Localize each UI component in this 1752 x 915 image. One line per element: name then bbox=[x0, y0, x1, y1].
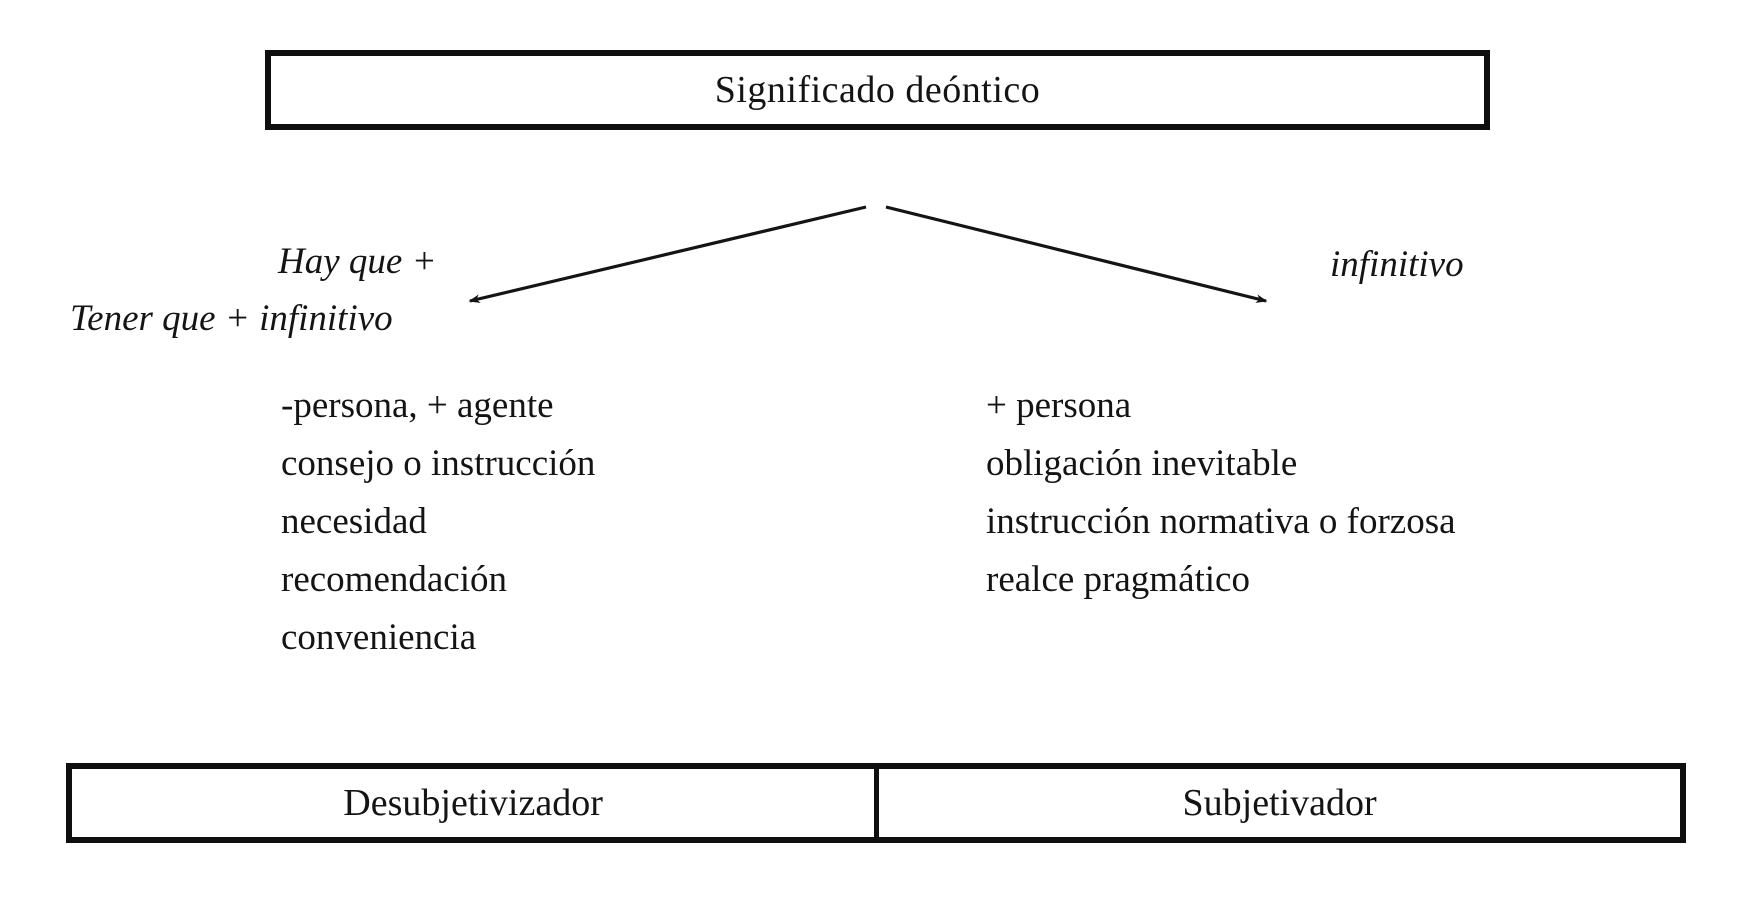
left-branch-features: -persona, + agente consejo o instrucción… bbox=[281, 377, 595, 667]
left-feature-item: consejo o instrucción bbox=[281, 443, 596, 484]
diagram-title: Significado deóntico bbox=[714, 69, 1041, 111]
category-cell-desubjetivizador: Desubjetivizador bbox=[72, 769, 880, 837]
title-box: Significado deóntico bbox=[265, 50, 1490, 130]
left-feature-item: conveniencia bbox=[281, 617, 477, 658]
left-branch-arrow bbox=[468, 205, 867, 303]
right-feature-item: realce pragmático bbox=[986, 559, 1250, 600]
left-branch-construction-line2: Tener que + infinitivo bbox=[70, 298, 393, 339]
right-feature-item: instrucción normativa o forzosa bbox=[986, 501, 1456, 542]
right-feature-item: + persona bbox=[986, 385, 1132, 426]
left-branch-construction-line1: Hay que + bbox=[278, 241, 437, 282]
category-table: Desubjetivizador Subjetivador bbox=[66, 763, 1686, 843]
left-feature-item: recomendación bbox=[281, 559, 507, 600]
right-branch-arrow bbox=[885, 205, 1268, 303]
right-branch-features: + persona obligación inevitable instrucc… bbox=[986, 377, 1456, 609]
left-feature-item: necesidad bbox=[281, 501, 427, 542]
category-cell-subjetivador: Subjetivador bbox=[1182, 782, 1377, 824]
right-feature-item: obligación inevitable bbox=[986, 443, 1298, 484]
left-feature-item: -persona, + agente bbox=[281, 385, 554, 426]
right-branch-construction: infinitivo bbox=[1330, 244, 1464, 285]
